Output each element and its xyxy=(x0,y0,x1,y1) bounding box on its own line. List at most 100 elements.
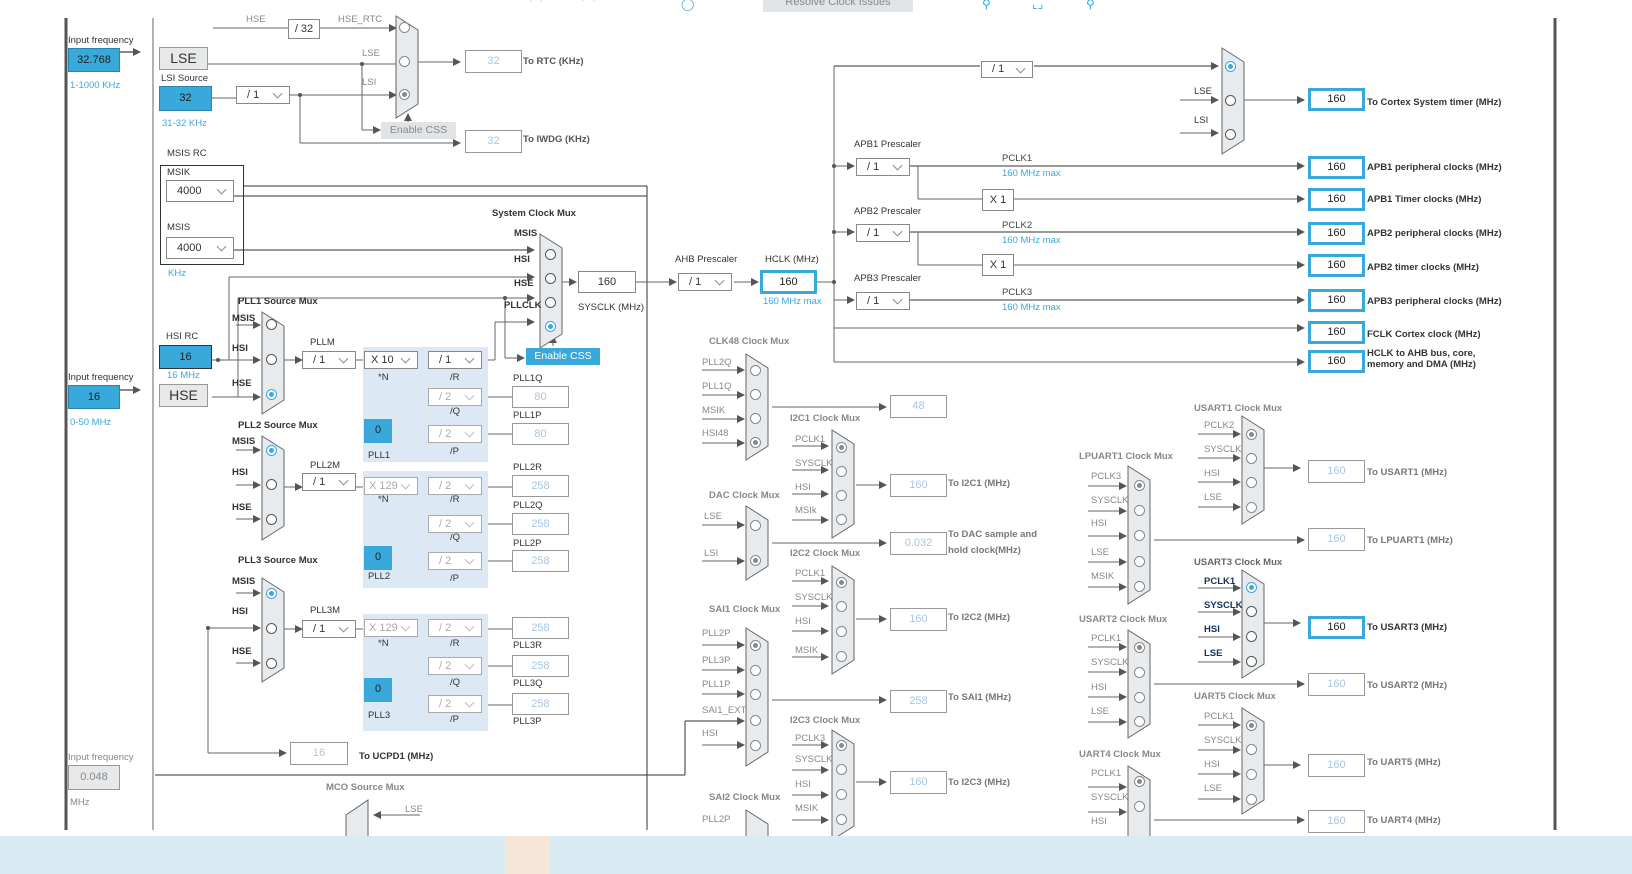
msis-dropdown[interactable]: 4000 xyxy=(166,237,234,259)
msik-dropdown[interactable]: 4000 xyxy=(166,180,234,202)
sysmux-hse-radio[interactable] xyxy=(545,297,556,308)
dac-value[interactable]: 0.032 xyxy=(890,532,947,555)
pll3-hse-radio[interactable] xyxy=(266,658,277,669)
lpuart1-value[interactable]: 160 xyxy=(1308,528,1365,551)
pll2m-dropdown[interactable]: / 1 xyxy=(302,473,356,491)
rtc-mux-lsi-radio[interactable] xyxy=(399,89,410,100)
pll2-p-dropdown[interactable]: / 2 xyxy=(428,552,482,570)
pll2-msis-radio[interactable] xyxy=(266,445,277,456)
pll2-frac[interactable]: 0 xyxy=(364,546,392,570)
pll1-msis-radio[interactable] xyxy=(266,319,277,330)
pll1-n-dropdown[interactable]: X 10 xyxy=(364,351,418,369)
pll3-q-dropdown[interactable]: / 2 xyxy=(428,657,482,675)
usart2-radio-0[interactable] xyxy=(1134,642,1145,653)
pll2-hse-radio[interactable] xyxy=(266,514,277,525)
dac-radio-1[interactable] xyxy=(750,555,761,566)
pll1q-value[interactable]: 80 xyxy=(512,386,569,408)
lpuart1-radio-4[interactable] xyxy=(1134,581,1145,592)
usart1-value[interactable]: 160 xyxy=(1308,460,1365,483)
refresh-icon[interactable]: ◯ xyxy=(681,0,695,11)
i2c3-radio-1[interactable] xyxy=(836,764,847,775)
usart1-radio-3[interactable] xyxy=(1246,502,1257,513)
sai1-value[interactable]: 258 xyxy=(890,690,947,713)
redo-icon[interactable]: ⌒ xyxy=(583,0,596,11)
uart5-radio-3[interactable] xyxy=(1246,794,1257,805)
usart3-value[interactable]: 160 xyxy=(1308,616,1365,639)
pll2q-value[interactable]: 258 xyxy=(512,513,569,535)
i2c2-radio-3[interactable] xyxy=(836,651,847,662)
pll3-p-dropdown[interactable]: / 2 xyxy=(428,695,482,713)
hse-block[interactable]: HSE xyxy=(159,384,208,407)
clk48-value[interactable]: 48 xyxy=(890,395,947,418)
dac-radio-0[interactable] xyxy=(750,520,761,531)
rtc-output[interactable]: 32 xyxy=(465,50,522,73)
pll3q-value[interactable]: 258 xyxy=(512,655,569,677)
pll1p-value[interactable]: 80 xyxy=(512,423,569,445)
lpuart1-radio-2[interactable] xyxy=(1134,530,1145,541)
clk48-radio-3[interactable] xyxy=(750,437,761,448)
pll3r-value[interactable]: 258 xyxy=(512,617,569,639)
pllm-dropdown[interactable]: / 1 xyxy=(302,351,356,369)
i2c1-radio-3[interactable] xyxy=(836,514,847,525)
apb1-prescaler-dropdown[interactable]: / 1 xyxy=(856,158,910,176)
i2c3-radio-3[interactable] xyxy=(836,814,847,825)
usart2-radio-1[interactable] xyxy=(1134,667,1145,678)
sysmux-hsi-radio[interactable] xyxy=(545,273,556,284)
usart2-value[interactable]: 160 xyxy=(1308,673,1365,696)
fclk-value[interactable]: 160 xyxy=(1308,321,1365,344)
clk48-radio-1[interactable] xyxy=(750,389,761,400)
lpuart1-radio-0[interactable] xyxy=(1134,480,1145,491)
apb1-peripheral-value[interactable]: 160 xyxy=(1308,156,1365,179)
pll3-r-dropdown[interactable]: / 2 xyxy=(428,619,482,637)
uart4-radio-0[interactable] xyxy=(1134,776,1145,787)
pll3-hsi-radio[interactable] xyxy=(266,623,277,634)
iwdg-output[interactable]: 32 xyxy=(465,130,522,153)
zoom-in-icon[interactable]: ⚲ xyxy=(982,0,991,11)
cortex-timer-value[interactable]: 160 xyxy=(1308,88,1365,111)
apb3-prescaler-dropdown[interactable]: / 1 xyxy=(856,292,910,310)
ext-input-frequency[interactable]: 0.048 xyxy=(68,765,120,790)
hse-input-frequency[interactable]: 16 xyxy=(68,385,120,409)
lpuart1-radio-3[interactable] xyxy=(1134,556,1145,567)
rtc-enable-css-button[interactable]: Enable CSS xyxy=(381,122,456,139)
undo-icon[interactable]: ⌒ xyxy=(530,0,543,11)
i2c3-radio-0[interactable] xyxy=(836,740,847,751)
usart1-radio-2[interactable] xyxy=(1246,477,1257,488)
ucpd1-value[interactable]: 16 xyxy=(290,742,348,765)
lse-block[interactable]: LSE xyxy=(159,47,208,70)
clk48-radio-2[interactable] xyxy=(750,413,761,424)
pll2-q-dropdown[interactable]: / 2 xyxy=(428,515,482,533)
zoom-out-icon[interactable]: ⚲ xyxy=(1086,0,1095,11)
uart5-radio-2[interactable] xyxy=(1246,769,1257,780)
pll1-p-dropdown[interactable]: / 2 xyxy=(428,425,482,443)
apb1-timer-value[interactable]: 160 xyxy=(1308,188,1365,211)
usart3-radio-2[interactable] xyxy=(1246,631,1257,642)
usart1-radio-0[interactable] xyxy=(1246,429,1257,440)
fit-icon[interactable]: ⌞⌟ xyxy=(1032,0,1044,11)
sai1-radio-1[interactable] xyxy=(750,665,761,676)
apb2-timer-value[interactable]: 160 xyxy=(1308,254,1365,277)
pll3m-dropdown[interactable]: / 1 xyxy=(302,620,356,638)
i2c1-radio-1[interactable] xyxy=(836,466,847,477)
sai1-radio-3[interactable] xyxy=(750,715,761,726)
pll2-r-dropdown[interactable]: / 2 xyxy=(428,477,482,495)
hclk-ahb-value[interactable]: 160 xyxy=(1308,350,1365,373)
sysclk-value[interactable]: 160 xyxy=(578,271,636,293)
apb2-prescaler-dropdown[interactable]: / 1 xyxy=(856,224,910,242)
pll2-hsi-radio[interactable] xyxy=(266,479,277,490)
usart3-radio-1[interactable] xyxy=(1246,606,1257,617)
uart5-radio-1[interactable] xyxy=(1246,744,1257,755)
sai1-radio-2[interactable] xyxy=(750,689,761,700)
systick-lse-radio[interactable] xyxy=(1225,95,1236,106)
i2c3-value[interactable]: 160 xyxy=(890,771,947,794)
i2c2-radio-0[interactable] xyxy=(836,577,847,588)
i2c1-value[interactable]: 160 xyxy=(890,474,947,497)
usart3-radio-3[interactable] xyxy=(1246,656,1257,667)
hsi-rc-value[interactable]: 16 xyxy=(159,345,212,369)
apb2-peripheral-value[interactable]: 160 xyxy=(1308,222,1365,245)
ahb-prescaler-dropdown[interactable]: / 1 xyxy=(678,273,732,291)
clk48-radio-0[interactable] xyxy=(750,365,761,376)
i2c2-value[interactable]: 160 xyxy=(890,608,947,631)
pll1-hse-radio[interactable] xyxy=(266,389,277,400)
lse-input-frequency[interactable]: 32.768 xyxy=(68,48,120,72)
